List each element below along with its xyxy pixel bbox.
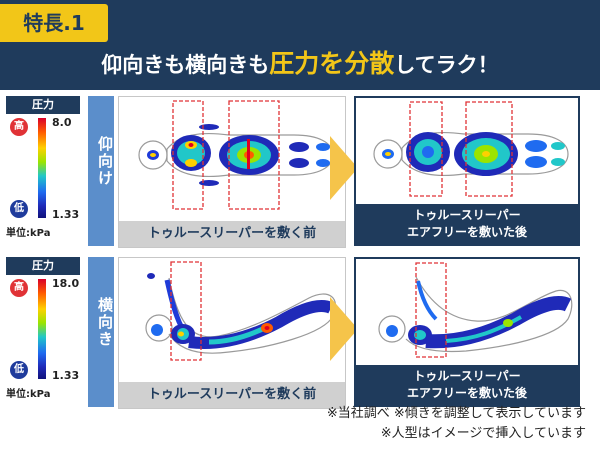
- pressure-legend: 圧力 高 18.0 低 1.33 単位:kPa: [6, 257, 80, 407]
- side-before-heatmap: [145, 261, 337, 361]
- footnote-line1: ※当社調べ ※傾きを調整して表示しています: [326, 406, 586, 421]
- headline: 仰向きも横向きも圧力を分散してラク！: [0, 44, 600, 85]
- after-caption-line2: エアフリーを敷いた後: [406, 225, 527, 239]
- posture-label: 仰向け: [88, 96, 114, 246]
- after-caption-line1: トゥルースリーパー: [413, 369, 521, 383]
- after-caption: トゥルースリーパー エアフリーを敷いた後: [356, 365, 578, 405]
- section-side-lying: 圧力 高 18.0 低 1.33 単位:kPa 横向き: [0, 253, 600, 413]
- legend-title: 圧力: [6, 96, 80, 114]
- arrow-right-icon: [330, 297, 358, 361]
- pressure-legend: 圧力 高 8.0 低 1.33 単位:kPa: [6, 96, 80, 246]
- before-caption: トゥルースリーパーを敷く前: [119, 382, 345, 408]
- after-caption-line1: トゥルースリーパー: [413, 208, 521, 222]
- legend-max-value: 18.0: [52, 277, 80, 290]
- legend-high-marker: 高: [10, 279, 28, 297]
- headline-pre: 仰向きも横向きも: [101, 53, 270, 77]
- legend-unit: 単位:kPa: [6, 389, 51, 400]
- pressure-color-scale: [38, 118, 46, 218]
- legend-max-value: 8.0: [52, 116, 72, 129]
- legend-title: 圧力: [6, 257, 80, 275]
- footnotes: ※当社調べ ※傾きを調整して表示しています ※人型はイメージで挿入しています: [327, 404, 586, 444]
- before-caption: トゥルースリーパーを敷く前: [119, 221, 345, 247]
- legend-unit: 単位:kPa: [6, 228, 51, 239]
- pressure-map-before: トゥルースリーパーを敷く前: [118, 96, 346, 248]
- legend-high-marker: 高: [10, 118, 28, 136]
- headline-highlight: 圧力を分散: [269, 49, 395, 78]
- legend-min-value: 1.33: [52, 369, 80, 382]
- supine-before-heatmap: [138, 100, 334, 210]
- pressure-map-before: トゥルースリーパーを敷く前: [118, 257, 346, 409]
- headline-post: してラク！: [394, 53, 499, 77]
- pressure-color-scale: [38, 279, 46, 379]
- after-caption-line2: エアフリーを敷いた後: [406, 386, 527, 400]
- legend-low-marker: 低: [10, 200, 28, 218]
- section-supine: 圧力 高 8.0 低 1.33 単位:kPa 仰向け: [0, 92, 600, 252]
- arrow-right-icon: [330, 136, 358, 200]
- posture-label-text: 横向き: [96, 297, 114, 348]
- supine-after-heatmap: [373, 101, 569, 197]
- header-banner: 特長.1 仰向きも横向きも圧力を分散してラク！: [0, 0, 600, 90]
- pressure-map-after: トゥルースリーパー エアフリーを敷いた後: [354, 257, 580, 407]
- legend-min-value: 1.33: [52, 208, 80, 221]
- pressure-map-after: トゥルースリーパー エアフリーを敷いた後: [354, 96, 580, 246]
- after-caption: トゥルースリーパー エアフリーを敷いた後: [356, 204, 578, 244]
- footnote-line2: ※人型はイメージで挿入しています: [380, 426, 586, 441]
- posture-label: 横向き: [88, 257, 114, 407]
- legend-low-marker: 低: [10, 361, 28, 379]
- posture-label-text: 仰向け: [96, 136, 114, 187]
- feature-badge: 特長.1: [0, 4, 108, 42]
- side-after-heatmap: [378, 262, 573, 358]
